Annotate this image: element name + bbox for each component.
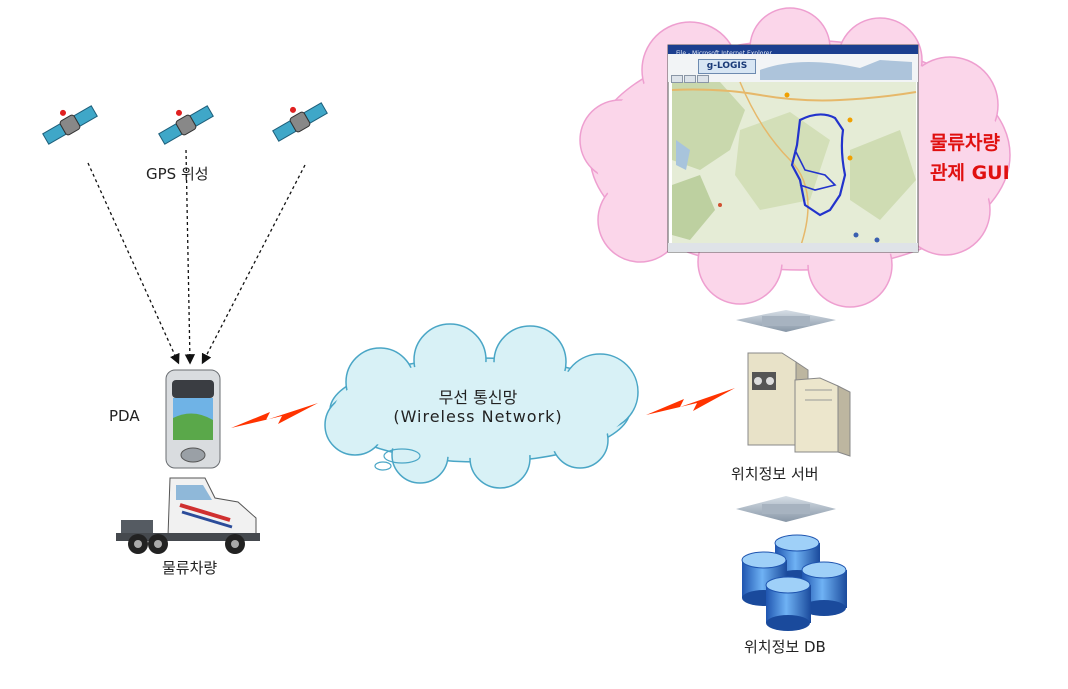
gui-app-title: g-LOGIS: [698, 59, 756, 74]
gui-label-line2: 관제 GUI: [930, 162, 1010, 184]
map-route: [790, 113, 847, 217]
gui-window-title: File - Microsoft Internet Explorer: [676, 50, 772, 57]
database-icon: [741, 534, 847, 631]
gui-window: [667, 44, 919, 253]
satellite-icon: [272, 102, 328, 142]
toolbar-button[interactable]: [684, 75, 696, 83]
lightning-icon: [231, 403, 318, 428]
network-label-korean: 무선 통신망: [438, 388, 518, 407]
truck-label: 물류차량: [162, 559, 218, 577]
truck-icon: [116, 477, 260, 554]
toolbar-button[interactable]: [697, 75, 709, 83]
pda-icon: [165, 369, 221, 469]
toolbar-button[interactable]: [671, 75, 683, 83]
gps-signal-lines: [87, 149, 306, 365]
lightning-icon: [646, 388, 735, 415]
pda-label: PDA: [109, 407, 140, 425]
network-label-english: (Wireless Network): [393, 407, 563, 426]
satellite-icon: [42, 105, 98, 145]
double-arrow-icon: [736, 496, 836, 522]
server-label: 위치정보 서버: [731, 465, 819, 483]
server-icon: [747, 352, 851, 457]
double-arrow-icon: [736, 310, 836, 332]
database-label: 위치정보 DB: [744, 638, 826, 656]
satellite-icon: [158, 105, 214, 145]
gui-label-line1: 물류차량: [930, 132, 1000, 154]
gps-satellite-label: GPS 위성: [146, 165, 209, 183]
network-cloud: [324, 323, 639, 489]
